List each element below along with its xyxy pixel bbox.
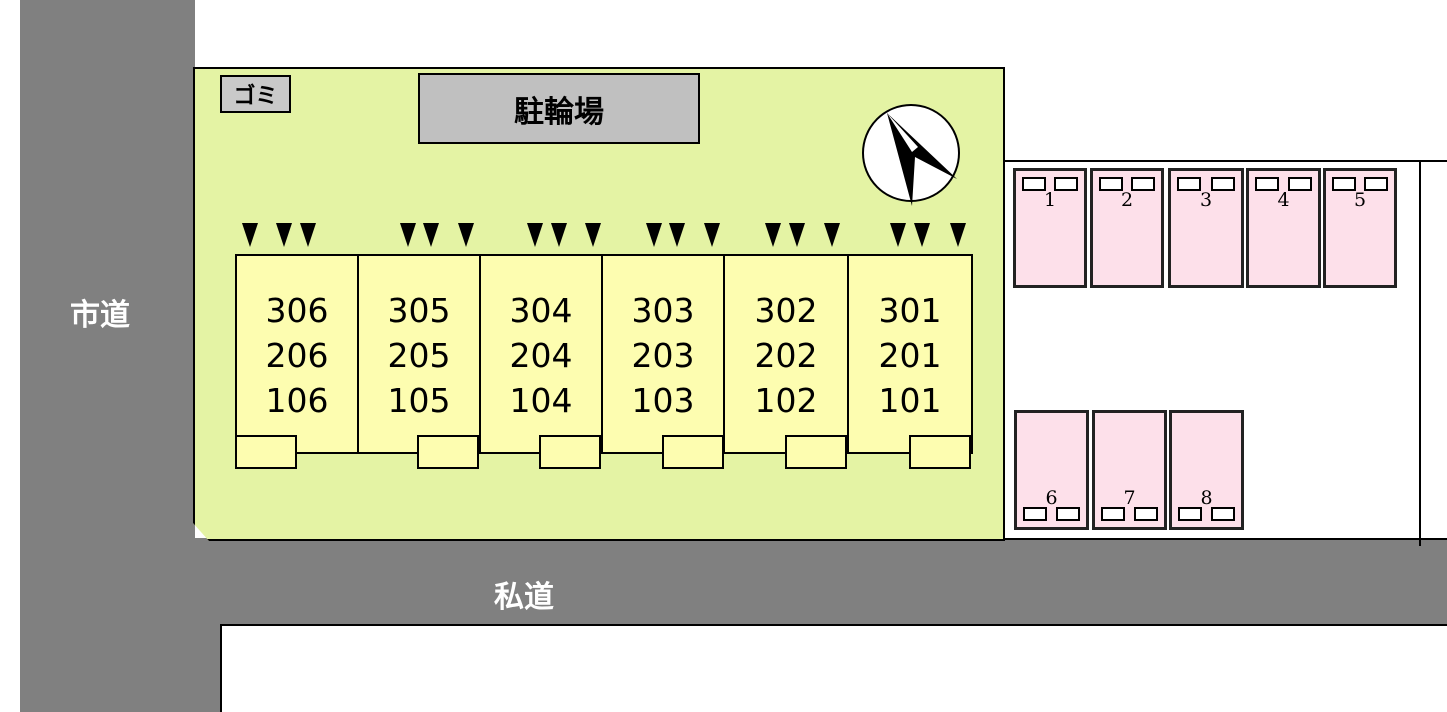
wheel-stop bbox=[1056, 507, 1080, 521]
wheel-stop bbox=[1099, 177, 1123, 191]
entrance-marker-icon bbox=[551, 223, 567, 247]
unit-number: 104 bbox=[509, 381, 573, 420]
unit-number: 205 bbox=[387, 336, 451, 375]
wheel-stop bbox=[1255, 177, 1279, 191]
wheel-stop bbox=[1178, 507, 1202, 521]
unit-number: 206 bbox=[265, 336, 329, 375]
private-road-label: 私道 bbox=[494, 580, 554, 615]
apartment-building: 303 203 103 bbox=[601, 254, 725, 454]
wheel-stop bbox=[1101, 507, 1125, 521]
parking-space: 2 bbox=[1090, 168, 1164, 288]
unit-number: 203 bbox=[631, 336, 695, 375]
unit-number: 306 bbox=[265, 291, 329, 330]
unit-number: 305 bbox=[387, 291, 451, 330]
porch bbox=[662, 435, 724, 469]
parking-space-number: 2 bbox=[1120, 189, 1134, 211]
unit-number: 106 bbox=[265, 381, 329, 420]
entrance-marker-icon bbox=[585, 223, 601, 247]
parking-space-number: 7 bbox=[1123, 487, 1136, 509]
apartment-building: 306 206 106 bbox=[235, 254, 359, 454]
entrance-marker-icon bbox=[824, 223, 840, 247]
unit-numbers: 306 206 106 bbox=[237, 288, 357, 423]
parking-space: 6 bbox=[1014, 410, 1089, 530]
city-road-label: 市道 bbox=[70, 298, 130, 333]
parking-space-number: 4 bbox=[1277, 189, 1290, 211]
unit-number: 301 bbox=[878, 291, 942, 330]
entrance-marker-icon bbox=[400, 223, 416, 247]
entrance-marker-icon bbox=[527, 223, 543, 247]
unit-number: 201 bbox=[878, 336, 942, 375]
porch bbox=[539, 435, 601, 469]
entrance-marker-icon bbox=[789, 223, 805, 247]
entrance-marker-icon bbox=[669, 223, 685, 247]
porch bbox=[235, 435, 297, 469]
wheel-stop bbox=[1023, 507, 1047, 521]
unit-number: 102 bbox=[754, 381, 818, 420]
entrance-marker-icon bbox=[458, 223, 474, 247]
parking-space: 7 bbox=[1092, 410, 1167, 530]
unit-number: 101 bbox=[878, 381, 942, 420]
porch bbox=[785, 435, 847, 469]
north-arrow-icon bbox=[862, 104, 960, 206]
unit-number: 103 bbox=[631, 381, 695, 420]
parking-space-number: 1 bbox=[1043, 189, 1057, 211]
entrance-marker-icon bbox=[242, 223, 258, 247]
unit-numbers: 302 202 102 bbox=[725, 288, 847, 423]
unit-number: 105 bbox=[387, 381, 451, 420]
parking-space: 3 bbox=[1168, 168, 1244, 288]
private-road bbox=[20, 538, 1447, 624]
parking-space-number: 8 bbox=[1200, 487, 1213, 509]
parking-space: 8 bbox=[1169, 410, 1244, 530]
entrance-marker-icon bbox=[423, 223, 439, 247]
parking-space: 4 bbox=[1246, 168, 1321, 288]
unit-number: 302 bbox=[754, 291, 818, 330]
unit-numbers: 303 203 103 bbox=[603, 288, 723, 423]
unit-numbers: 304 204 104 bbox=[481, 288, 601, 423]
boundary-line-top bbox=[1004, 160, 1447, 162]
entrance-marker-icon bbox=[646, 223, 662, 247]
apartment-building: 305 205 105 bbox=[357, 254, 481, 454]
unit-numbers: 301 201 101 bbox=[849, 288, 971, 423]
parking-space-number: 6 bbox=[1045, 487, 1058, 509]
apartment-building: 304 204 104 bbox=[479, 254, 603, 454]
wheel-stop bbox=[1332, 177, 1356, 191]
apartment-building: 301 201 101 bbox=[847, 254, 973, 454]
parking-space: 1 bbox=[1013, 168, 1087, 288]
wheel-stop bbox=[1022, 177, 1046, 191]
entrance-marker-icon bbox=[300, 223, 316, 247]
unit-numbers: 305 205 105 bbox=[359, 288, 479, 423]
wheel-stop bbox=[1131, 177, 1155, 191]
wheel-stop bbox=[1054, 177, 1078, 191]
porch bbox=[417, 435, 479, 469]
wheel-stop bbox=[1134, 507, 1158, 521]
entrance-marker-icon bbox=[890, 223, 906, 247]
unit-number: 303 bbox=[631, 291, 695, 330]
wheel-stop bbox=[1211, 177, 1235, 191]
entrance-marker-icon bbox=[950, 223, 966, 247]
unit-number: 304 bbox=[509, 291, 573, 330]
unit-number: 204 bbox=[509, 336, 573, 375]
wheel-stop bbox=[1288, 177, 1312, 191]
entrance-marker-icon bbox=[276, 223, 292, 247]
porch bbox=[909, 435, 971, 469]
lower-plot bbox=[220, 624, 1447, 712]
wheel-stop bbox=[1177, 177, 1201, 191]
garbage-area: ゴミ bbox=[220, 75, 291, 113]
wheel-stop bbox=[1364, 177, 1388, 191]
parking-space: 5 bbox=[1323, 168, 1397, 288]
bicycle-parking: 駐輪場 bbox=[418, 73, 700, 144]
apartment-building: 302 202 102 bbox=[723, 254, 849, 454]
parking-space-number: 5 bbox=[1353, 189, 1367, 211]
boundary-line-bottom bbox=[1004, 538, 1447, 540]
entrance-marker-icon bbox=[914, 223, 930, 247]
entrance-marker-icon bbox=[704, 223, 720, 247]
parking-space-number: 3 bbox=[1199, 189, 1213, 211]
boundary-line-right bbox=[1419, 160, 1421, 546]
wheel-stop bbox=[1211, 507, 1235, 521]
entrance-marker-icon bbox=[765, 223, 781, 247]
unit-number: 202 bbox=[754, 336, 818, 375]
